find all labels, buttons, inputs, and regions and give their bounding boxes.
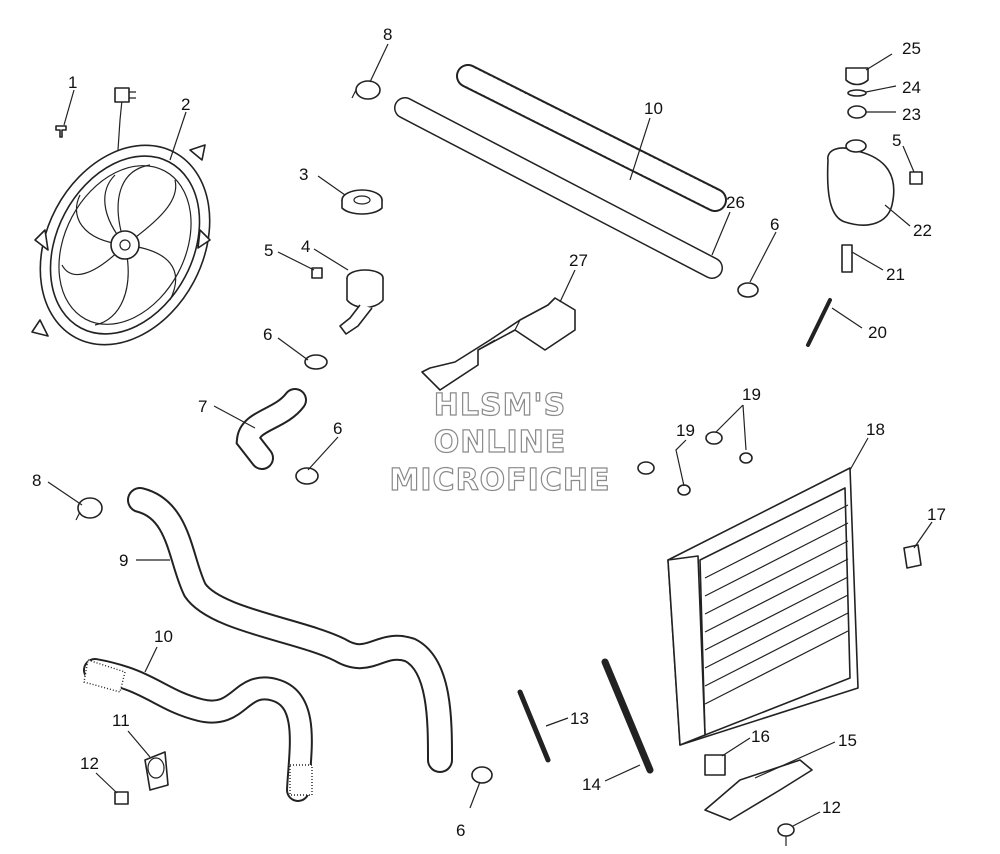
grommet-part-19b [705, 431, 753, 464]
callout-14: 14 [582, 775, 601, 794]
fitting-part-21 [841, 244, 853, 273]
callout-5a: 5 [264, 241, 273, 260]
callout-8b: 8 [32, 471, 41, 490]
tube-part-26 [394, 97, 723, 279]
callout-9: 9 [119, 551, 128, 570]
radiator-cap [341, 189, 383, 215]
bolt-part-12a [114, 791, 129, 805]
screw-part-1 [55, 125, 67, 138]
callout-21: 21 [886, 265, 905, 284]
clamp-part-6c [737, 282, 759, 298]
callout-16: 16 [751, 727, 770, 746]
callout-13: 13 [570, 709, 589, 728]
callout-1: 1 [68, 73, 77, 92]
callout-26: 26 [726, 193, 745, 212]
clamp-part-8a [351, 80, 381, 100]
plate-part-15 [704, 759, 813, 821]
callout-labels: 1 2 3 4 5 5 6 6 6 6 7 8 8 9 10 10 11 12 … [32, 25, 946, 840]
radiator [667, 467, 859, 746]
watermark-line-3: MICROFICHE [390, 463, 611, 498]
bolt-part-12b [777, 823, 795, 846]
callout-6b: 6 [333, 419, 342, 438]
leader-lines [47, 43, 933, 827]
callout-18: 18 [866, 420, 885, 439]
rod-part-13 [517, 689, 551, 763]
clamp-part-6d [471, 766, 493, 784]
callout-12a: 12 [80, 754, 99, 773]
callout-3: 3 [299, 165, 308, 184]
callout-24: 24 [902, 78, 921, 97]
callout-20: 20 [868, 323, 887, 342]
callout-7: 7 [198, 397, 207, 416]
screw-part-5b [909, 171, 923, 185]
clamp-part-6b [295, 467, 319, 485]
callout-25: 25 [902, 39, 921, 58]
callout-17: 17 [927, 505, 946, 524]
coiled-hose-top [456, 64, 727, 212]
filler-neck [339, 269, 384, 335]
bracket-part-27 [421, 297, 576, 391]
hose-part-7 [235, 388, 307, 470]
bolt-part-17 [903, 544, 922, 569]
washer-part-24 [847, 89, 867, 97]
callout-12b: 12 [822, 798, 841, 817]
callout-19b: 19 [742, 385, 761, 404]
callout-6a: 6 [263, 325, 272, 344]
callout-6d: 6 [456, 821, 465, 840]
callout-8a: 8 [383, 25, 392, 44]
callout-15: 15 [838, 731, 857, 750]
callout-23: 23 [902, 105, 921, 124]
callout-22: 22 [913, 221, 932, 240]
callout-4: 4 [301, 237, 310, 256]
callout-27: 27 [569, 251, 588, 270]
screw-part-5a [311, 267, 323, 279]
cap-part-25 [845, 67, 869, 86]
callout-11: 11 [112, 711, 130, 730]
rod-part-14 [601, 658, 654, 774]
clip-part-11 [144, 751, 169, 791]
clamp-part-8b [75, 497, 103, 521]
tube-part-20 [806, 298, 832, 347]
callout-5b: 5 [892, 131, 901, 150]
hose-part-9 [127, 487, 453, 773]
grommet-part-16 [704, 754, 726, 776]
watermark-line-2: ONLINE [434, 425, 567, 460]
callout-10a: 10 [644, 99, 663, 118]
callout-6c: 6 [770, 215, 779, 234]
callout-10b: 10 [154, 627, 173, 646]
watermark-line-1: HLSM'S [434, 388, 566, 423]
reservoir [826, 139, 895, 226]
callout-2: 2 [181, 95, 190, 114]
watermark: HLSM'S ONLINE MICROFICHE [389, 387, 611, 498]
clamp-part-6a [304, 354, 328, 370]
seal-part-23 [847, 105, 867, 119]
coiled-hose-lower [83, 658, 313, 802]
fan-assembly [31, 87, 211, 346]
callout-19a: 19 [676, 421, 695, 440]
